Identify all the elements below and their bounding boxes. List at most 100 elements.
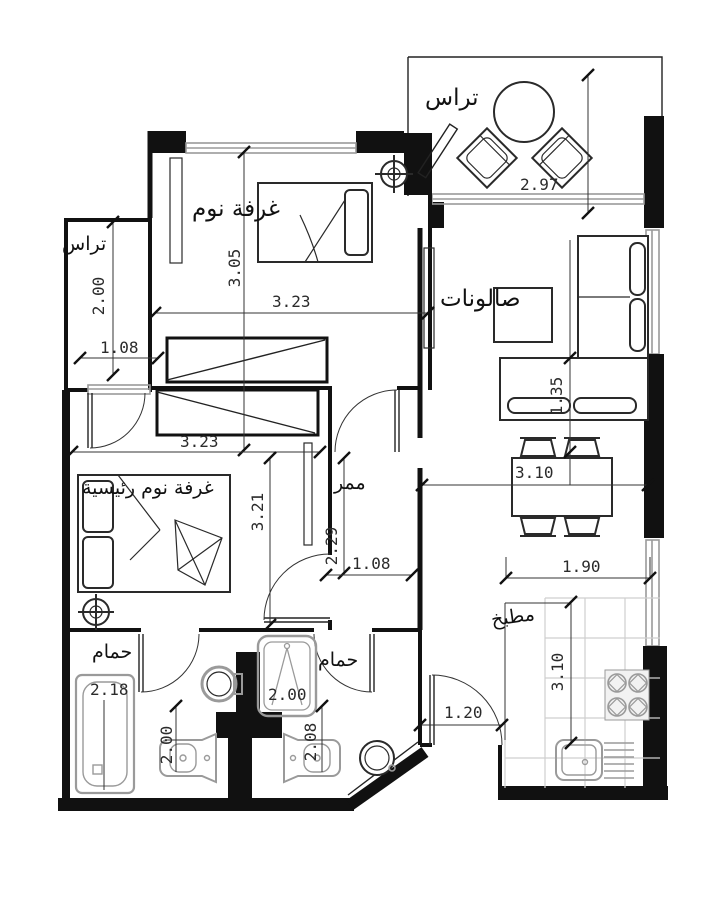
- dining-furniture: [511, 437, 613, 537]
- bedroom-window: [185, 142, 357, 154]
- salon-terrace-window: [431, 193, 645, 205]
- blanket-lines: [299, 199, 346, 263]
- salon-furniture: [423, 235, 649, 421]
- closet-2-diagonal: [156, 391, 316, 434]
- dim-kitchen-width: [499, 557, 657, 585]
- sofa-cushion: [629, 298, 646, 352]
- dim-text-corridor-depth: 2.29: [322, 527, 341, 566]
- label-kitchen: مطبخ: [490, 603, 536, 631]
- dim-salon-sofa: [563, 240, 577, 485]
- sofa-cushion: [629, 242, 646, 296]
- dim-text-master-depth: 3.21: [248, 493, 267, 532]
- wall-chunk: [150, 131, 186, 153]
- kitchen-sink: [555, 739, 634, 781]
- label-terrace-left: تراس: [62, 233, 106, 255]
- bath-divider: [228, 736, 252, 802]
- mirror-panel: [303, 442, 313, 546]
- dim-text-dining-width: 3.10: [515, 463, 554, 482]
- terrace-top-furniture: [455, 81, 594, 190]
- label-corridor: ممر: [333, 472, 366, 494]
- closets: [155, 336, 329, 437]
- dim-text-bedroom-width: 3.23: [272, 292, 311, 311]
- dim-text-corridor-width: 1.08: [352, 554, 391, 573]
- label-bathroom-left: حمام: [92, 641, 132, 663]
- kitchen-fixtures: [504, 597, 660, 788]
- terrace-chair-right: [530, 126, 594, 190]
- dim-terrace-left-width: [73, 351, 165, 365]
- dining-chairs: [519, 437, 601, 537]
- dim-text-terrace-left-depth: 2.00: [89, 277, 108, 316]
- walls: [58, 56, 668, 811]
- chamfer-wall: [346, 747, 429, 810]
- dim-text-kitchen-width: 1.90: [562, 557, 601, 576]
- shower: [256, 634, 318, 718]
- round-table: [493, 81, 555, 143]
- washbasin-round: [359, 740, 396, 776]
- dim-kitchen-door: [413, 718, 509, 732]
- dim-text-bath-left: 2.00: [157, 726, 176, 765]
- wardrobe: [169, 157, 183, 264]
- dining-table: [511, 457, 613, 517]
- outer-bottom-wall: [58, 798, 354, 811]
- pillow-1: [82, 480, 114, 533]
- dim-text-kitchen-door: 1.20: [444, 703, 483, 722]
- dim-corridor-width: [319, 568, 419, 582]
- closet-1-diagonal: [166, 339, 326, 381]
- dimension-lines: [65, 68, 657, 790]
- closet-2: [155, 388, 320, 437]
- label-bathroom-right: حمام: [318, 649, 358, 671]
- terrace-chair-left: [455, 126, 519, 190]
- dim-text-bedroom-depth: 3.05: [225, 249, 244, 288]
- dim-bedroom-width: [148, 306, 435, 320]
- master-furniture: [77, 442, 313, 630]
- dim-corridor-depth: [337, 451, 351, 580]
- kitchen-door-wall: [420, 743, 502, 786]
- bidet-left: [159, 732, 217, 784]
- bidet-right: [283, 732, 341, 784]
- dim-master-depth: [263, 451, 277, 632]
- door-terrace-leaf: [417, 123, 459, 179]
- wall-chunk: [644, 116, 664, 228]
- ceiling-symbol-2: [78, 594, 114, 630]
- dim-text-terrace-left-width: 1.08: [100, 338, 139, 357]
- terrace-left-window: [87, 384, 151, 395]
- labels: تراس تراس غرفة نوم صالونات غرفة نوم رئيس…: [62, 85, 601, 764]
- toilet-round: [200, 665, 243, 703]
- dim-text-terrace-top: 2.97: [520, 175, 559, 194]
- pillow: [344, 189, 369, 256]
- pillow-2: [82, 536, 114, 589]
- bath-divider: [236, 652, 260, 714]
- closet-1: [165, 336, 329, 384]
- dim-terrace-top: [581, 68, 595, 220]
- door-bath-left: [138, 633, 200, 693]
- dim-bedroom-depth: [237, 145, 251, 457]
- dim-dining-width: [415, 478, 655, 492]
- dim-text-master-width: 3.23: [180, 432, 219, 451]
- dim-text-shower: 2.00: [268, 685, 307, 704]
- dim-terrace-left-depth: [106, 215, 120, 382]
- dim-text-kitchen-depth: 3.10: [548, 653, 567, 692]
- door-terrace-master: [87, 392, 146, 449]
- bathtub: [74, 673, 136, 795]
- dim-master-width: [65, 445, 327, 459]
- ceiling-symbol: [375, 155, 413, 193]
- wall-chunk: [404, 133, 432, 195]
- label-salon: صالونات: [440, 286, 521, 312]
- console-unit: [423, 247, 435, 349]
- wall-chunk: [356, 131, 404, 153]
- label-bedroom: غرفة نوم: [192, 196, 280, 222]
- sofa-cushion: [573, 397, 637, 414]
- dim-text-salon-sofa: 1.35: [547, 377, 566, 416]
- door-master: [263, 553, 331, 623]
- dim-text-bath-right: 2.08: [301, 723, 320, 762]
- door-kitchen-service: [429, 674, 503, 746]
- dim-text-bathtub: 2.18: [90, 680, 129, 699]
- door-bedroom: [334, 389, 400, 453]
- doors: [87, 123, 503, 746]
- blanket-crumple: [117, 474, 223, 586]
- wall-chunk: [643, 646, 667, 800]
- dim-bath-misc: [103, 699, 329, 790]
- dim-kitchen-depth: [504, 595, 578, 750]
